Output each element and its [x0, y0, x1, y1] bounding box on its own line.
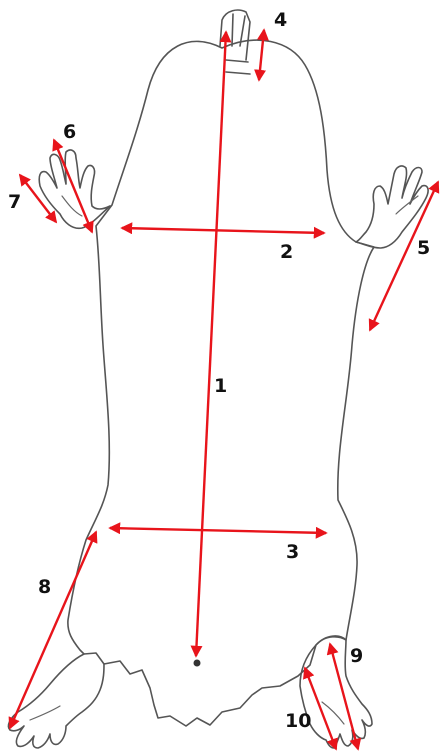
measurement-label-10: 10: [285, 710, 311, 732]
measurement-label-2: 2: [280, 241, 293, 263]
measurement-label-4: 4: [274, 9, 287, 31]
right-fore-paw: [356, 166, 428, 248]
measurement-label-5: 5: [417, 237, 430, 259]
measurement-label-6: 6: [63, 121, 76, 143]
measurement-arrow-3: [110, 528, 326, 533]
measurement-arrow-2: [122, 228, 324, 233]
measurement-label-8: 8: [38, 576, 51, 598]
measurement-label-9: 9: [350, 645, 363, 667]
measurement-arrow-6: [54, 140, 92, 232]
measurement-label-7: 7: [8, 191, 21, 213]
measurement-arrow-4: [259, 30, 264, 80]
measurement-label-3: 3: [286, 541, 299, 563]
measurement-arrow-7: [20, 175, 56, 222]
measurement-label-1: 1: [214, 375, 227, 397]
measurement-arrow-1: [196, 32, 226, 656]
measurement-arrow-8: [10, 532, 96, 728]
anal-marker-dot: [194, 660, 201, 667]
